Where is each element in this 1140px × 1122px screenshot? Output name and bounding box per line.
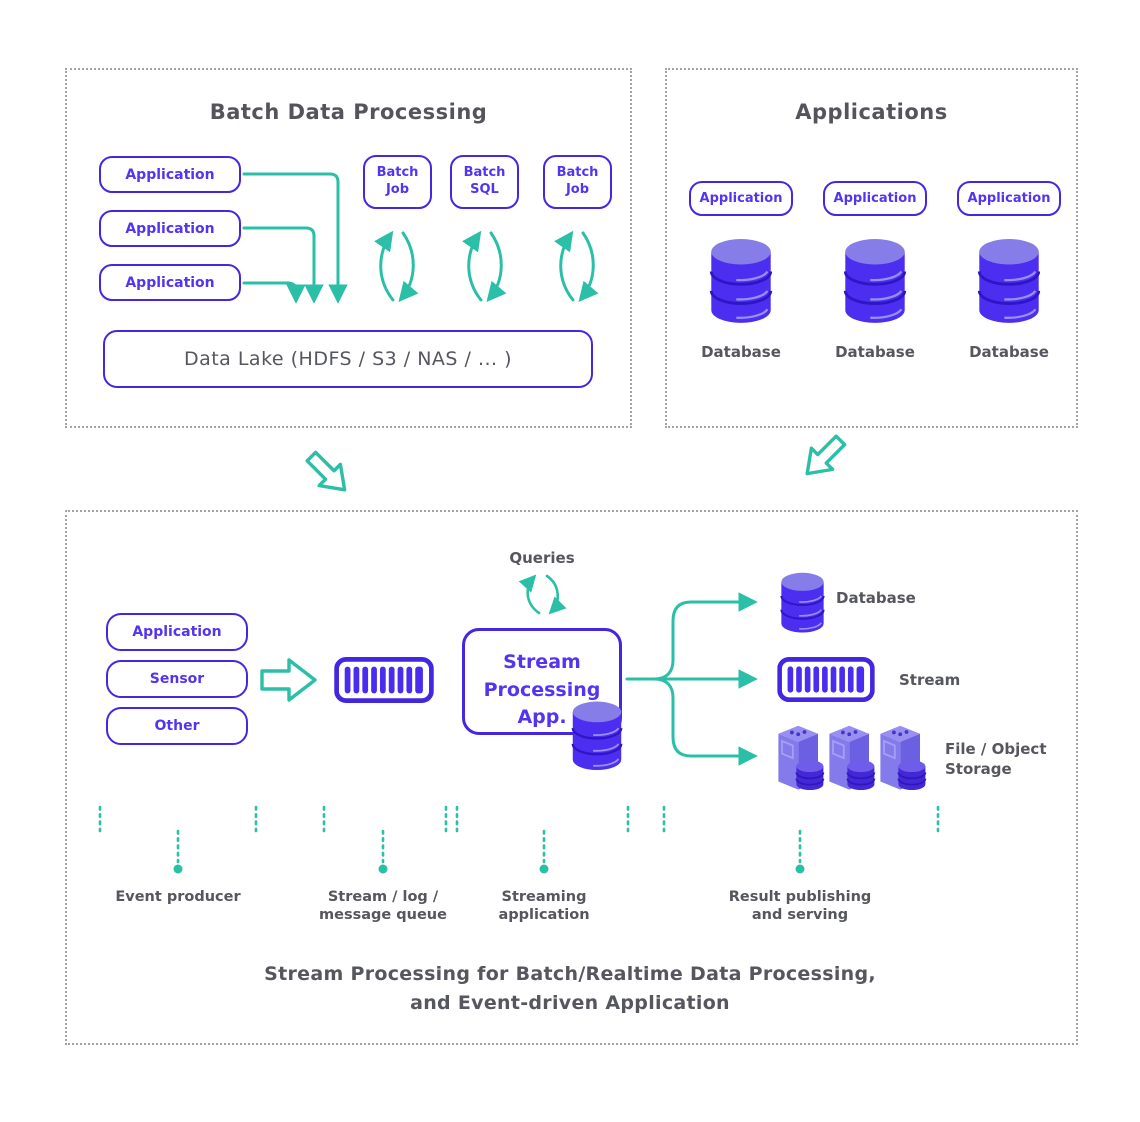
stage-result-publishing: Result publishing and serving (728, 889, 872, 924)
batch-application-label: Application (125, 274, 215, 291)
queries-label: Queries (509, 549, 575, 567)
stream-processing-app-label: Stream Processing App. (483, 651, 601, 729)
arrow-down-left-icon (805, 434, 847, 476)
batch-section (65, 68, 632, 428)
batch-job-label: Batch Job (556, 165, 599, 197)
source-other-box: Other (106, 707, 248, 745)
stream-processing-app-box: Stream Processing App. (462, 628, 622, 735)
source-application-label: Application (132, 624, 222, 640)
application-label: Application (699, 191, 783, 206)
batch-application-box: Application (99, 210, 241, 247)
database-icon (708, 230, 774, 330)
server-icon (875, 721, 929, 797)
source-other-label: Other (154, 718, 200, 734)
batch-sql-box: Batch SQL (450, 155, 519, 209)
output-stream-label: Stream (899, 671, 961, 689)
source-application-box: Application (106, 613, 248, 651)
server-icon (824, 721, 878, 797)
batch-job-box: Batch Job (363, 155, 432, 209)
batch-application-box: Application (99, 264, 241, 301)
queue-icon (333, 657, 435, 703)
output-database-label: Database (836, 589, 916, 607)
application-box: Application (823, 181, 927, 216)
applications-section-title: Applications (795, 100, 948, 124)
batch-job-box: Batch Job (543, 155, 612, 209)
application-box: Application (689, 181, 793, 216)
database-icon (976, 230, 1042, 330)
batch-application-box: Application (99, 156, 241, 193)
output-file-object-label: File / Object Storage (945, 740, 1047, 779)
database-icon (570, 695, 624, 775)
stage-stream-log-queue: Stream / log / message queue (319, 889, 447, 924)
source-sensor-label: Sensor (149, 671, 205, 687)
batch-application-label: Application (125, 220, 215, 237)
application-box: Application (957, 181, 1061, 216)
batch-application-label: Application (125, 166, 215, 183)
database-icon (779, 567, 826, 637)
application-label: Application (833, 191, 917, 206)
diagram-caption: Stream Processing for Batch/Realtime Dat… (264, 963, 876, 1014)
database-label: Database (969, 343, 1049, 361)
applications-section (665, 68, 1078, 428)
server-icon (773, 721, 827, 797)
source-sensor-box: Sensor (106, 660, 248, 698)
batch-sql-label: Batch SQL (463, 165, 506, 197)
data-lake-box: Data Lake (HDFS / S3 / NAS / ... ) (103, 330, 593, 388)
stream-icon (776, 657, 876, 702)
stage-streaming-application: Streaming application (498, 889, 590, 924)
database-label: Database (835, 343, 915, 361)
stage-event-producer: Event producer (115, 889, 241, 905)
data-lake-label: Data Lake (HDFS / S3 / NAS / ... ) (183, 348, 513, 370)
batch-job-label: Batch Job (376, 165, 419, 197)
database-icon (842, 230, 908, 330)
batch-section-title: Batch Data Processing (209, 100, 488, 124)
stream-section (65, 510, 1078, 1045)
arrow-down-right-icon (305, 450, 347, 492)
database-label: Database (701, 343, 781, 361)
application-label: Application (967, 191, 1051, 206)
